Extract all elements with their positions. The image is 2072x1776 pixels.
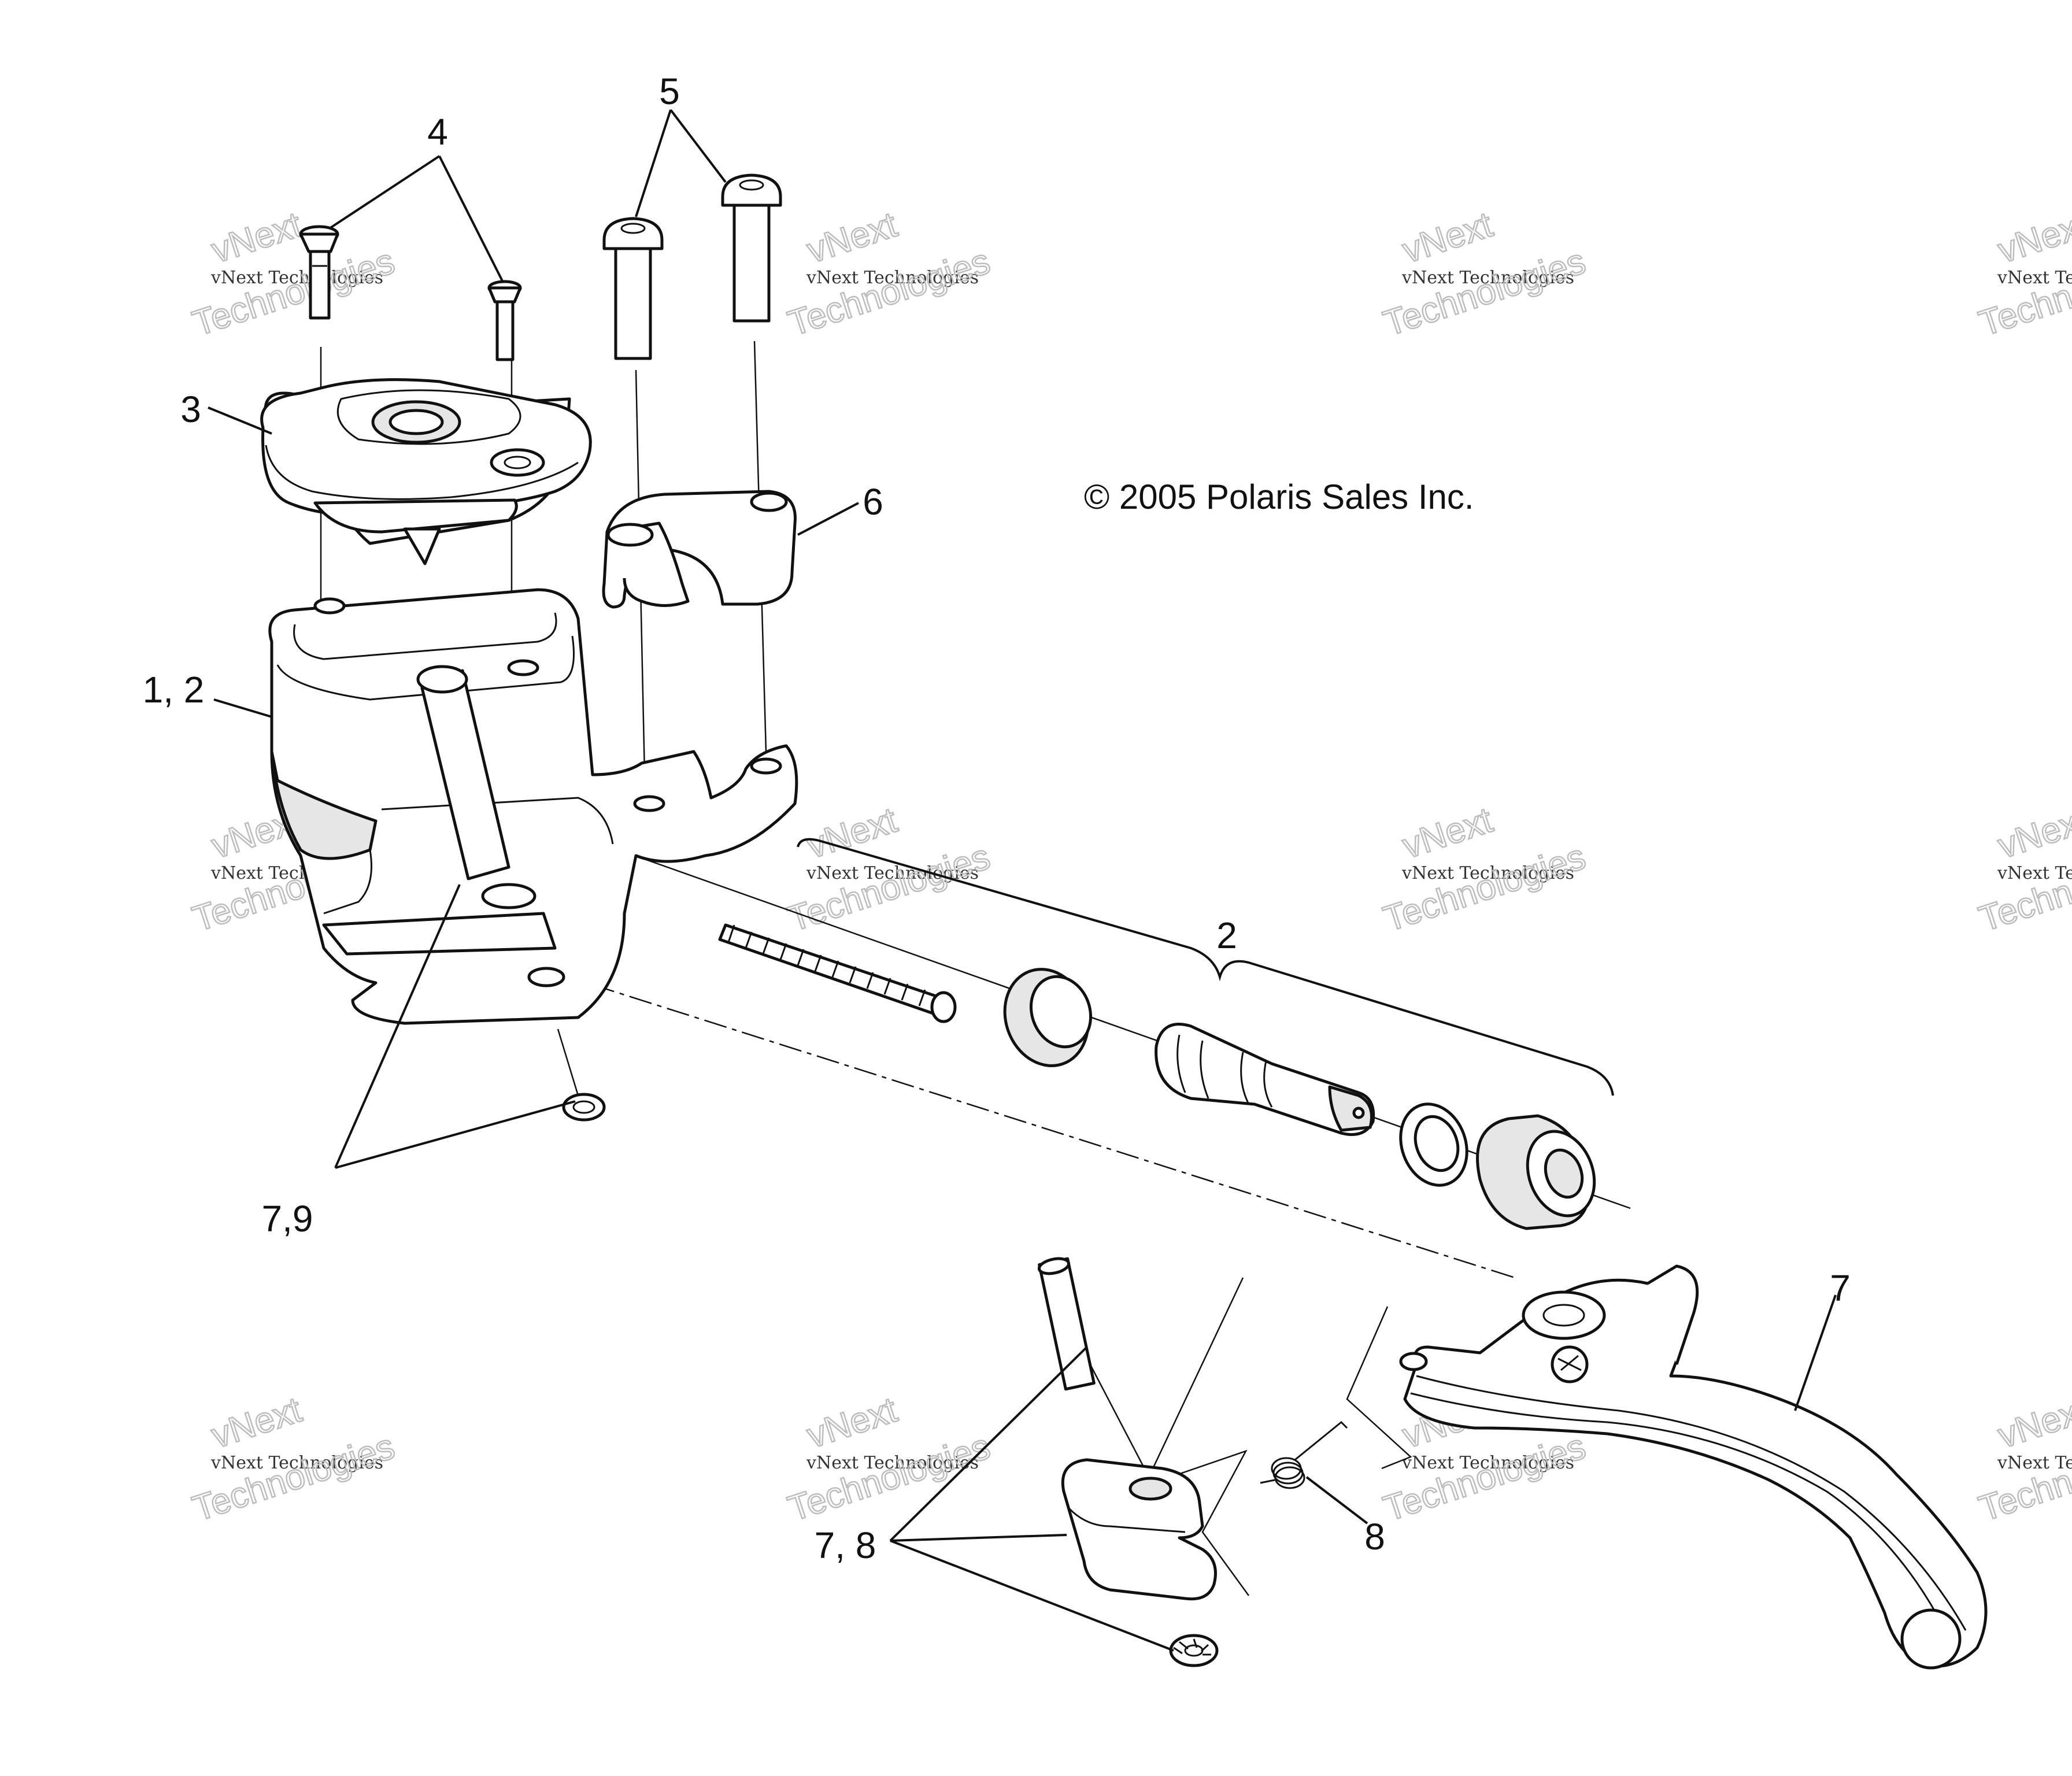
watermark: vNext vNext Technologies Technologies bbox=[1378, 204, 1591, 345]
svg-text:vNext Technologies: vNext Technologies bbox=[1401, 1453, 1574, 1473]
retaining-clip bbox=[562, 1093, 606, 1122]
callout-1-2: 1, 2 bbox=[143, 669, 205, 711]
handlebar-clamp-cap bbox=[602, 490, 797, 609]
watermark: vNext vNext Technologies Technologies bbox=[1378, 800, 1591, 940]
copyright-notice: © 2005 Polaris Sales Inc. bbox=[1084, 478, 1474, 516]
callout-5: 5 bbox=[659, 71, 680, 112]
lever-pivot-pin bbox=[1037, 1257, 1096, 1391]
callout-4: 4 bbox=[427, 111, 448, 153]
svg-text:vNext: vNext bbox=[207, 1390, 306, 1456]
svg-text:vNext Technologies: vNext Technologies bbox=[806, 1453, 979, 1473]
svg-text:vNext: vNext bbox=[1993, 800, 2072, 867]
svg-text:vNext: vNext bbox=[1993, 205, 2072, 271]
brake-lever bbox=[1399, 1264, 1988, 1670]
svg-text:vNext Technologies: vNext Technologies bbox=[1997, 863, 2072, 883]
callout-3: 3 bbox=[180, 388, 201, 430]
callout-leaders bbox=[208, 109, 1837, 1652]
piston bbox=[1155, 1023, 1375, 1136]
watermark: vNext vNext Technologies Technologies bbox=[1974, 1389, 2072, 1530]
lock-washer bbox=[1169, 1634, 1219, 1667]
svg-text:vNext Technologies: vNext Technologies bbox=[1401, 863, 1574, 883]
reservoir-cover bbox=[260, 378, 592, 565]
callout-2: 2 bbox=[1216, 915, 1237, 956]
callout-labels: 4 5 3 6 1, 2 2 7,9 7 7, 8 8 bbox=[143, 71, 1851, 1566]
svg-text:vNext Technologies: vNext Technologies bbox=[1997, 1453, 2072, 1473]
svg-text:vNext: vNext bbox=[802, 1390, 902, 1456]
svg-text:vNext Technologies: vNext Technologies bbox=[1401, 268, 1574, 288]
callout-7-9: 7,9 bbox=[262, 1198, 313, 1240]
svg-text:vNext Technologies: vNext Technologies bbox=[210, 268, 383, 288]
cover-screw-left bbox=[299, 225, 339, 320]
svg-text:vNext: vNext bbox=[1398, 205, 1497, 271]
watermark: vNext vNext Technologies Technologies bbox=[187, 204, 400, 345]
master-cylinder-body bbox=[268, 588, 798, 1025]
callout-7: 7 bbox=[1830, 1267, 1851, 1309]
dust-boot bbox=[1476, 1114, 1596, 1230]
cover-screw-right bbox=[487, 280, 522, 361]
watermark: vNext vNext Technologies Technologies bbox=[783, 204, 996, 345]
callout-7-8: 7, 8 bbox=[815, 1525, 876, 1566]
svg-text:vNext Technologies: vNext Technologies bbox=[1997, 268, 2072, 288]
lever-pivot-block bbox=[1061, 1458, 1217, 1601]
piston-washer bbox=[1399, 1102, 1468, 1187]
svg-text:vNext Technologies: vNext Technologies bbox=[806, 268, 979, 288]
callout-6: 6 bbox=[863, 481, 883, 523]
watermark: vNext vNext Technologies Technologies bbox=[1974, 204, 2072, 345]
watermark: vNext vNext Technologies Technologies bbox=[187, 1389, 400, 1530]
clamp-bolt-right bbox=[721, 173, 782, 323]
svg-text:vNext: vNext bbox=[1398, 800, 1497, 867]
torsion-spring bbox=[1260, 1420, 1348, 1489]
watermark: vNext vNext Technologies Technologies bbox=[783, 1389, 996, 1530]
svg-text:vNext: vNext bbox=[802, 205, 902, 271]
svg-text:vNext: vNext bbox=[1993, 1390, 2072, 1456]
svg-text:vNext: vNext bbox=[207, 205, 306, 271]
svg-text:vNext Technologies: vNext Technologies bbox=[210, 1453, 383, 1473]
return-spring bbox=[718, 923, 957, 1023]
primary-cup-seal bbox=[1003, 968, 1093, 1067]
callout-8: 8 bbox=[1364, 1516, 1385, 1557]
watermark: vNext vNext Technologies Technologies bbox=[1974, 800, 2072, 940]
watermark: vNext vNext Technologies Technologies bbox=[783, 800, 996, 940]
svg-text:vNext Technologies: vNext Technologies bbox=[806, 863, 979, 883]
svg-text:vNext: vNext bbox=[802, 800, 902, 867]
clamp-bolt-left bbox=[602, 217, 664, 360]
